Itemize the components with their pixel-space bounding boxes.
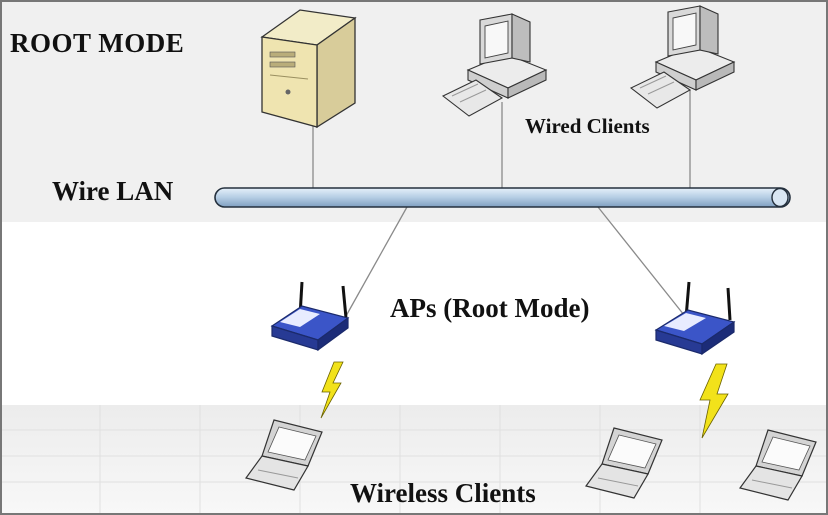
laptop-icon bbox=[244, 419, 323, 491]
connection-lines bbox=[312, 90, 691, 321]
lan-cable bbox=[214, 187, 791, 208]
wireless-clients-label: Wireless Clients bbox=[350, 478, 536, 508]
diagram-title: ROOT MODE bbox=[10, 28, 185, 58]
wired-clients-label: Wired Clients bbox=[525, 114, 650, 138]
ap2-uplink-line bbox=[597, 206, 689, 321]
wireless-floor-grid bbox=[0, 405, 828, 515]
desktop-computer-icon bbox=[629, 5, 736, 109]
lightning-bolt-icon bbox=[320, 361, 344, 419]
wire-lan-label: Wire LAN bbox=[52, 176, 174, 206]
ap1-uplink-line bbox=[345, 206, 408, 317]
router-icon bbox=[654, 281, 736, 356]
laptop-icon bbox=[738, 429, 817, 501]
laptop-icon bbox=[584, 427, 663, 499]
lightning-bolt-icon bbox=[699, 363, 729, 439]
server-icon bbox=[260, 9, 357, 129]
desktop-computer-icon bbox=[441, 13, 548, 117]
router-icon bbox=[270, 281, 350, 352]
aps-root-mode-label: APs (Root Mode) bbox=[390, 293, 590, 323]
